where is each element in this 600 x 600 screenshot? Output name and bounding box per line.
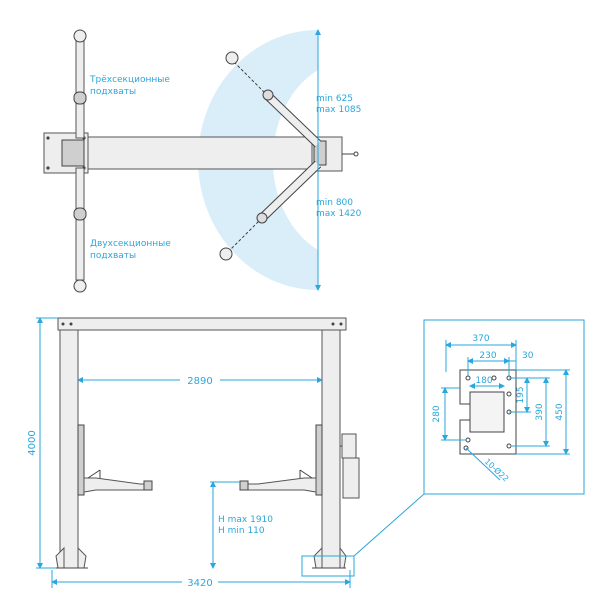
overhead-beam xyxy=(57,317,347,331)
right-post xyxy=(321,329,341,569)
bolt-icon xyxy=(46,136,50,140)
holes-spec: 10-Ø22 xyxy=(483,456,511,483)
detail-leader xyxy=(353,493,425,557)
lower-range-max: max 1420 xyxy=(316,209,362,219)
valve-icon xyxy=(353,151,359,157)
right-lift-arm xyxy=(245,477,317,493)
two-section-arm-lower xyxy=(75,167,85,281)
anchor-hole-icon xyxy=(465,375,471,381)
inner-width-value: 2890 xyxy=(187,376,212,387)
lift-height-max: H max 1910 xyxy=(218,515,273,525)
right-carriage xyxy=(315,424,323,496)
hydraulic-pump xyxy=(341,433,357,459)
top-beam xyxy=(81,136,315,170)
arm-extension-dashed xyxy=(231,59,269,97)
holes-leader xyxy=(465,447,501,481)
dim-370: 370 xyxy=(472,334,489,344)
upper-range-max: max 1085 xyxy=(316,105,361,115)
bolt-icon xyxy=(46,166,50,170)
lift-pad-icon xyxy=(143,480,153,491)
lift-pad-icon xyxy=(73,29,87,43)
dim-30: 30 xyxy=(522,351,534,361)
detail-frame xyxy=(423,319,585,495)
height-value: 4000 xyxy=(27,430,38,455)
three-section-arm-upper xyxy=(75,39,85,139)
upper-range-min: min 625 xyxy=(316,94,353,104)
arm-joint xyxy=(73,91,87,105)
dim-390: 390 xyxy=(535,403,545,420)
left-post xyxy=(59,329,79,569)
anchor-hole-icon xyxy=(506,391,512,397)
arm-extension-dashed xyxy=(227,217,263,253)
post-footprint xyxy=(469,391,505,433)
top-view: Трёхсекционные подхваты Двухсекционные п… xyxy=(43,29,362,293)
lift-pad-icon xyxy=(219,247,233,261)
anchor-hole-icon xyxy=(506,443,512,449)
outer-width-value: 3420 xyxy=(187,578,212,589)
lower-range-min: min 800 xyxy=(316,198,353,208)
lift-pad-icon xyxy=(225,51,239,65)
two-section-label-line1: Двухсекционные xyxy=(90,239,171,249)
lift-pad-icon xyxy=(73,279,87,293)
lift-pad-icon xyxy=(239,480,249,491)
dim-195: 195 xyxy=(516,386,526,403)
anchor-hole-icon xyxy=(491,375,497,381)
anchor-hole-icon xyxy=(465,437,471,443)
dim-230: 230 xyxy=(479,351,496,361)
base-plate-detail: 370 230 30 180 280 195 390 450 xyxy=(423,319,585,495)
lift-height-min: H min 110 xyxy=(218,526,265,536)
three-section-label-line1: Трёхсекционные xyxy=(89,75,170,85)
base-highlight-box xyxy=(301,555,355,577)
left-post-block xyxy=(61,139,85,167)
left-lift-arm xyxy=(83,477,151,493)
front-view: 4000 2890 3420 H max 1910 H min 110 xyxy=(27,317,425,589)
dim-180: 180 xyxy=(475,376,492,386)
two-section-label-line2: подхваты xyxy=(90,251,136,261)
dim-280: 280 xyxy=(432,405,442,422)
dim-450: 450 xyxy=(555,403,565,420)
left-carriage xyxy=(77,424,85,496)
oil-tank xyxy=(342,457,360,499)
three-section-label-line2: подхваты xyxy=(90,87,136,97)
arm-joint xyxy=(73,207,87,221)
